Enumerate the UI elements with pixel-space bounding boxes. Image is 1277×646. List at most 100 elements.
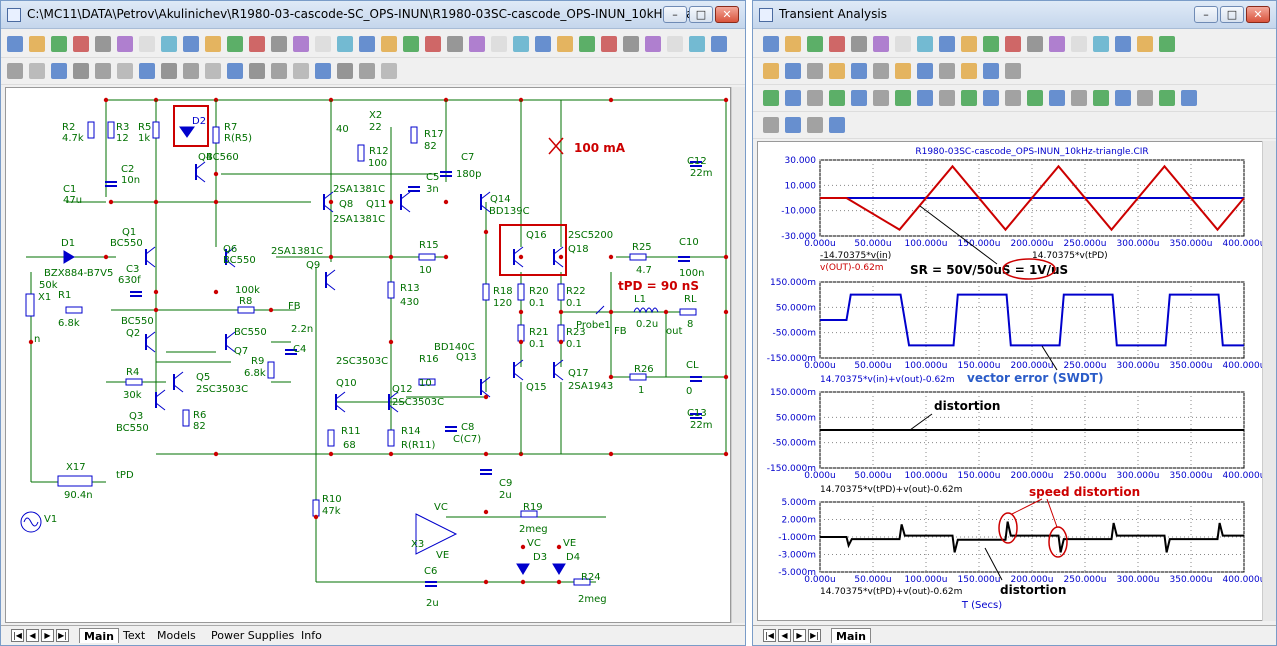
prev-page-icon[interactable]: ◀ (778, 629, 791, 642)
toolbar-button-icon[interactable] (381, 36, 397, 52)
toolbar-button-icon[interactable] (1181, 90, 1197, 106)
toolbar-button-icon[interactable] (1049, 90, 1065, 106)
toolbar-button-icon[interactable] (1071, 36, 1087, 52)
toolbar-button-icon[interactable] (1071, 90, 1087, 106)
minimize-button[interactable]: – (663, 6, 687, 23)
toolbar-button-icon[interactable] (785, 90, 801, 106)
toolbar-button-icon[interactable] (447, 36, 463, 52)
tab-power-supplies[interactable]: Power Supplies (211, 629, 295, 642)
tab-info[interactable]: Info (301, 629, 322, 642)
toolbar-button-icon[interactable] (939, 63, 955, 79)
toolbar-button-icon[interactable] (1027, 90, 1043, 106)
toolbar-button-icon[interactable] (117, 36, 133, 52)
toolbar-button-icon[interactable] (205, 36, 221, 52)
vertical-scrollbar[interactable] (731, 87, 745, 623)
toolbar-button-icon[interactable] (1159, 36, 1175, 52)
toolbar-button-icon[interactable] (623, 36, 639, 52)
toolbar-button-icon[interactable] (161, 36, 177, 52)
close-button[interactable]: ✕ (715, 6, 739, 23)
toolbar-button-icon[interactable] (763, 36, 779, 52)
toolbar-button-icon[interactable] (895, 63, 911, 79)
tab-main[interactable]: Main (831, 628, 871, 643)
toolbar-button-icon[interactable] (829, 90, 845, 106)
toolbar-button-icon[interactable] (763, 63, 779, 79)
toolbar-button-icon[interactable] (139, 63, 155, 79)
toolbar-button-icon[interactable] (227, 63, 243, 79)
toolbar-button-icon[interactable] (1049, 36, 1065, 52)
schematic-titlebar[interactable]: C:\MC11\DATA\Petrov\Akulinichev\R1980-03… (1, 1, 745, 29)
toolbar-button-icon[interactable] (983, 63, 999, 79)
toolbar-button-icon[interactable] (1005, 36, 1021, 52)
toolbar-button-icon[interactable] (271, 36, 287, 52)
toolbar-button-icon[interactable] (271, 63, 287, 79)
toolbar-button-icon[interactable] (249, 63, 265, 79)
toolbar-button-icon[interactable] (851, 90, 867, 106)
next-page-icon[interactable]: ▶ (793, 629, 806, 642)
toolbar-button-icon[interactable] (7, 63, 23, 79)
toolbar-button-icon[interactable] (829, 36, 845, 52)
minimize-button[interactable]: – (1194, 6, 1218, 23)
toolbar-button-icon[interactable] (51, 36, 67, 52)
tab-main[interactable]: Main (79, 628, 119, 643)
toolbar-button-icon[interactable] (807, 36, 823, 52)
toolbar-button-icon[interactable] (1137, 36, 1153, 52)
toolbar-button-icon[interactable] (161, 63, 177, 79)
toolbar-button-icon[interactable] (851, 36, 867, 52)
toolbar-button-icon[interactable] (73, 63, 89, 79)
toolbar-button-icon[interactable] (403, 36, 419, 52)
toolbar-button-icon[interactable] (601, 36, 617, 52)
toolbar-button-icon[interactable] (249, 36, 265, 52)
toolbar-button-icon[interactable] (337, 36, 353, 52)
toolbar-button-icon[interactable] (961, 90, 977, 106)
toolbar-button-icon[interactable] (227, 36, 243, 52)
toolbar-button-icon[interactable] (807, 63, 823, 79)
toolbar-button-icon[interactable] (425, 36, 441, 52)
toolbar-button-icon[interactable] (469, 36, 485, 52)
maximize-button[interactable]: □ (689, 6, 713, 23)
toolbar-button-icon[interactable] (939, 36, 955, 52)
toolbar-button-icon[interactable] (293, 63, 309, 79)
toolbar-button-icon[interactable] (117, 63, 133, 79)
plot-scrollbar[interactable] (1262, 141, 1276, 621)
toolbar-button-icon[interactable] (1137, 90, 1153, 106)
toolbar-button-icon[interactable] (513, 36, 529, 52)
first-page-icon[interactable]: |◀ (11, 629, 24, 642)
toolbar-button-icon[interactable] (895, 90, 911, 106)
toolbar-button-icon[interactable] (139, 36, 155, 52)
toolbar-button-icon[interactable] (183, 36, 199, 52)
toolbar-button-icon[interactable] (535, 36, 551, 52)
last-page-icon[interactable]: ▶| (56, 629, 69, 642)
toolbar-button-icon[interactable] (205, 63, 221, 79)
toolbar-button-icon[interactable] (359, 63, 375, 79)
toolbar-button-icon[interactable] (579, 36, 595, 52)
toolbar-button-icon[interactable] (1093, 36, 1109, 52)
toolbar-button-icon[interactable] (763, 90, 779, 106)
toolbar-button-icon[interactable] (829, 117, 845, 133)
toolbar-button-icon[interactable] (381, 63, 397, 79)
next-page-icon[interactable]: ▶ (41, 629, 54, 642)
toolbar-button-icon[interactable] (961, 36, 977, 52)
toolbar-button-icon[interactable] (873, 63, 889, 79)
toolbar-button-icon[interactable] (917, 90, 933, 106)
toolbar-button-icon[interactable] (359, 36, 375, 52)
toolbar-button-icon[interactable] (95, 63, 111, 79)
toolbar-button-icon[interactable] (29, 36, 45, 52)
toolbar-button-icon[interactable] (1005, 90, 1021, 106)
toolbar-button-icon[interactable] (983, 36, 999, 52)
toolbar-button-icon[interactable] (873, 36, 889, 52)
close-button[interactable]: ✕ (1246, 6, 1270, 23)
toolbar-button-icon[interactable] (667, 36, 683, 52)
toolbar-button-icon[interactable] (491, 36, 507, 52)
toolbar-button-icon[interactable] (711, 36, 727, 52)
maximize-button[interactable]: □ (1220, 6, 1244, 23)
toolbar-button-icon[interactable] (557, 36, 573, 52)
toolbar-button-icon[interactable] (917, 63, 933, 79)
toolbar-button-icon[interactable] (1005, 63, 1021, 79)
toolbar-button-icon[interactable] (939, 90, 955, 106)
toolbar-button-icon[interactable] (337, 63, 353, 79)
toolbar-button-icon[interactable] (1093, 90, 1109, 106)
toolbar-button-icon[interactable] (1159, 90, 1175, 106)
toolbar-button-icon[interactable] (961, 63, 977, 79)
